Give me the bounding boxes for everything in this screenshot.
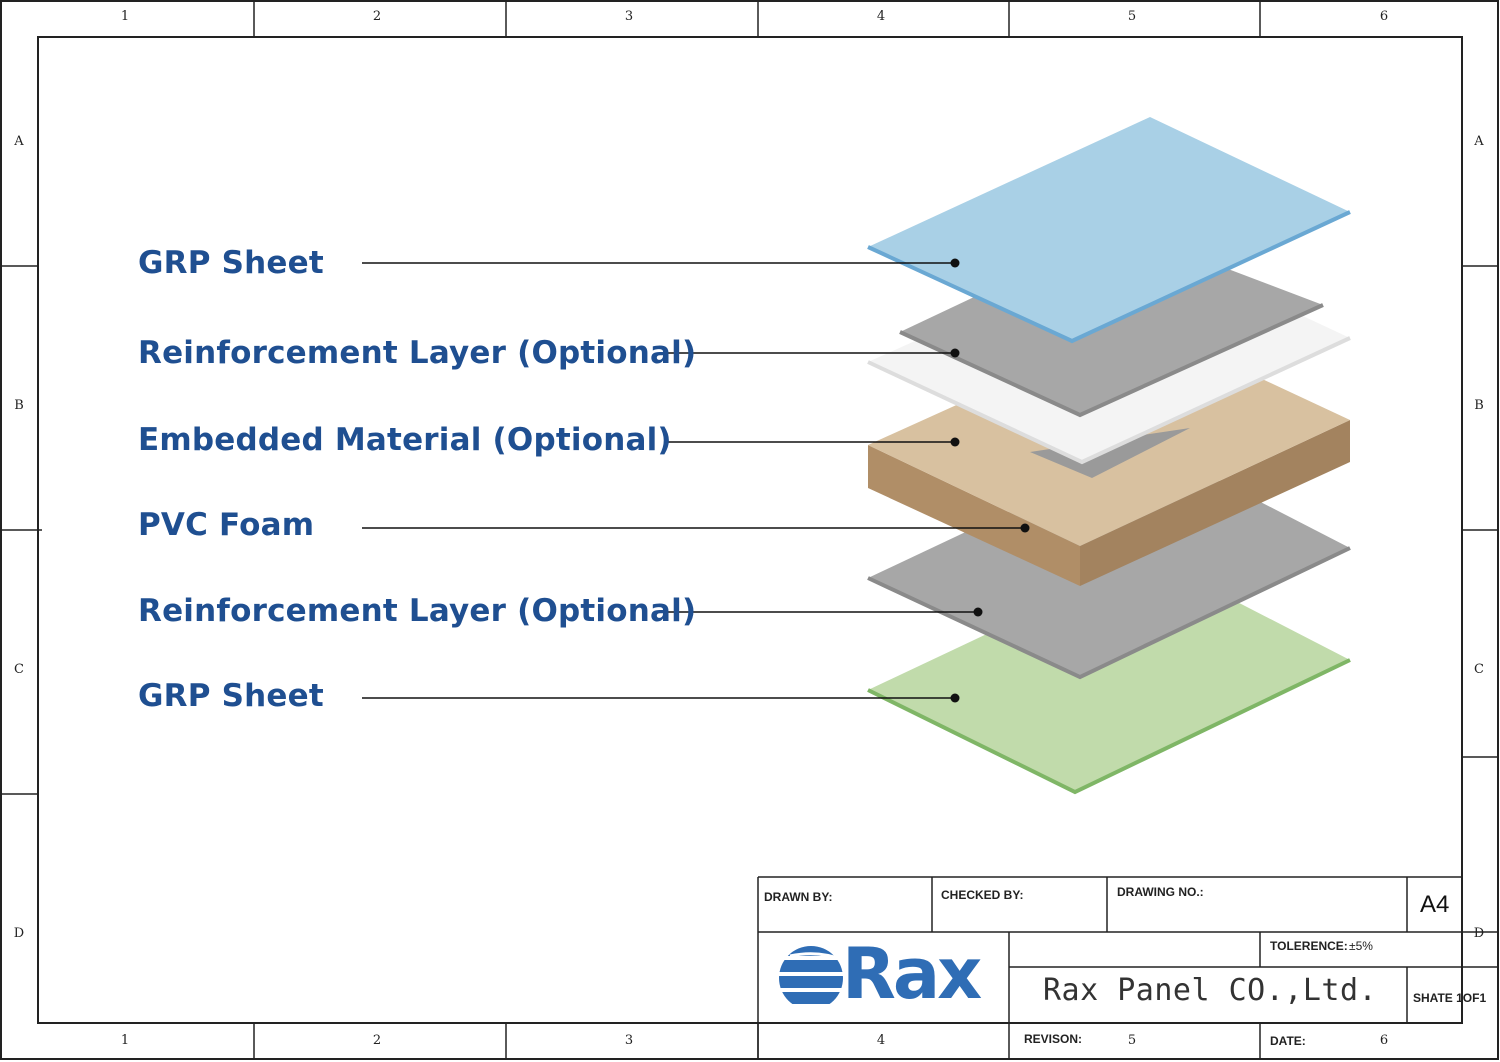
layer-label-pvc-foam: PVC Foam	[138, 507, 315, 543]
zone-row-d-left: D	[13, 926, 25, 941]
tolerance-label: TOLERENCE:	[1270, 939, 1348, 953]
company-name: Rax Panel CO.,Ltd.	[1043, 973, 1378, 1008]
layer-label-reinforcement-top: Reinforcement Layer (Optional)	[138, 335, 697, 371]
zone-column-2-bottom: 2	[372, 1033, 382, 1048]
zone-row-c-left: C	[14, 662, 24, 677]
drawn-by-label: DRAWN BY:	[764, 890, 833, 904]
embedded-insert-shape	[1030, 428, 1190, 478]
grp-sheet-bottom-shape	[867, 557, 1351, 795]
layer-label-grp-sheet-bottom: GRP Sheet	[138, 678, 324, 714]
zone-column-2-top: 2	[372, 9, 382, 24]
zone-column-3-bottom: 3	[624, 1033, 634, 1048]
zone-column-5-bottom: 5	[1127, 1033, 1137, 1048]
zone-column-6-top: 6	[1379, 9, 1389, 24]
sheet-number: SHATE 1OF1	[1413, 991, 1487, 1005]
layer-label-embedded-material: Embedded Material (Optional)	[138, 422, 672, 458]
layer-label-reinforcement-bottom: Reinforcement Layer (Optional)	[138, 593, 697, 629]
zone-column-3-top: 3	[624, 9, 634, 24]
checked-by-label: CHECKED BY:	[941, 888, 1024, 902]
grp-sheet-top-shape	[867, 117, 1351, 344]
zone-row-d-right: D	[1473, 926, 1485, 941]
zone-row-c-right: C	[1474, 662, 1484, 677]
zone-column-1-bottom: 1	[120, 1033, 130, 1048]
zone-column-1-top: 1	[120, 9, 130, 24]
zone-column-6-bottom: 6	[1379, 1033, 1389, 1048]
rax-logo-text: Rax	[842, 933, 982, 1015]
zone-row-a-right: A	[1474, 134, 1484, 149]
zone-row-b-left: B	[14, 398, 24, 413]
zone-column-5-top: 5	[1127, 9, 1137, 24]
tolerance-value: ±5%	[1349, 939, 1373, 953]
layer-label-grp-sheet-top: GRP Sheet	[138, 245, 324, 281]
drawing-no-label: DRAWING NO.:	[1117, 885, 1204, 899]
revision-label: REVISON:	[1024, 1032, 1083, 1046]
date-label: DATE:	[1270, 1034, 1306, 1048]
paper-size: A4	[1420, 891, 1450, 918]
zone-column-4-bottom: 4	[876, 1033, 886, 1048]
zone-column-4-top: 4	[876, 9, 886, 24]
zone-row-b-right: B	[1474, 398, 1484, 413]
zone-row-a-left: A	[14, 134, 24, 149]
